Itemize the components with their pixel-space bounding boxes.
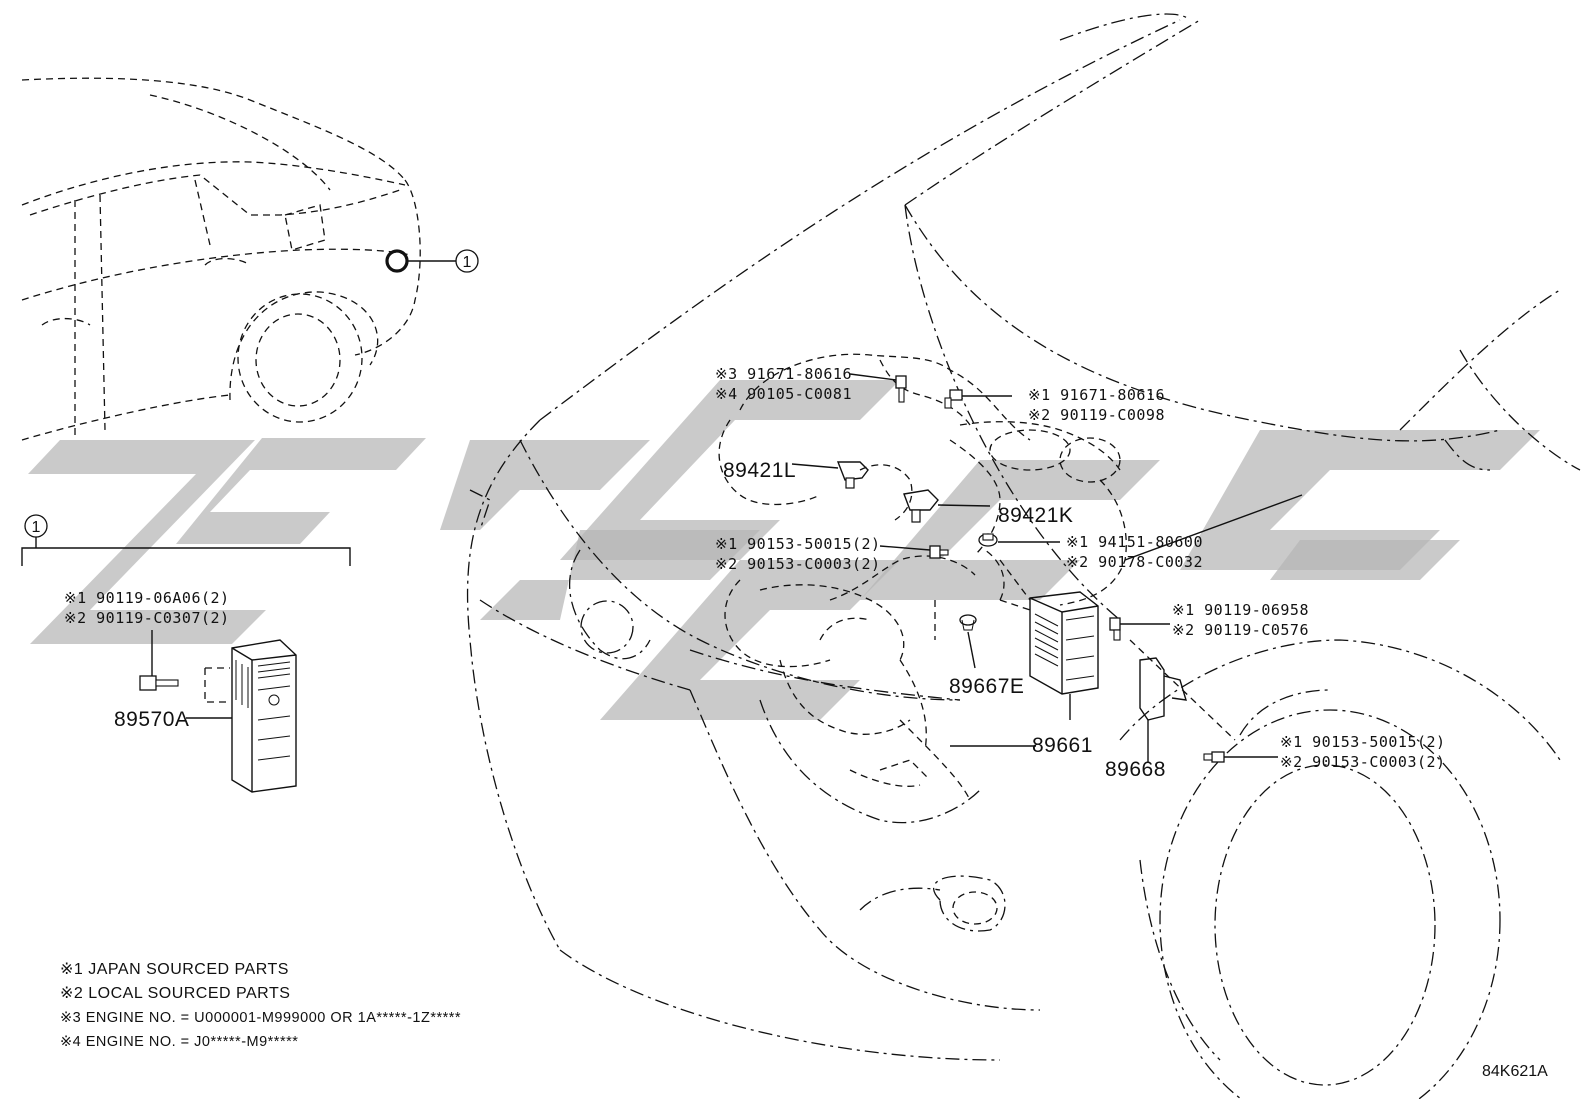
bracket-bolt-label-line2: ※2 90153-C0003(2)	[1280, 753, 1446, 771]
top-bolt-icon	[895, 375, 907, 403]
rear-part-location-marker	[385, 249, 409, 273]
bracket-bolt-icon	[1203, 751, 1225, 763]
top-bolt-label-line2: ※4 90105-C0081	[715, 385, 852, 403]
bracket-89668-label[interactable]: 89668	[1105, 758, 1166, 781]
mid-right-label-line2: ※2 90178-C0032	[1066, 553, 1203, 571]
rear-car-outline	[21, 77, 456, 441]
note-3: ※3 ENGINE NO. = U000001-M999000 OR 1A***…	[60, 1010, 461, 1026]
sensor-89421k-label[interactable]: 89421K	[998, 504, 1073, 527]
inset-89570a: 1 ※1 90119-06A06(2) ※2 90119-C0307(2) 89…	[21, 514, 351, 793]
right-bolt-label-line1: ※1 91671-80616	[1028, 386, 1165, 404]
inset-bolt-icon	[139, 675, 179, 691]
svg-text:1: 1	[32, 519, 41, 536]
note-4: ※4 ENGINE NO. = J0*****-M9*****	[60, 1034, 298, 1050]
inset-part-number[interactable]: 89570A	[114, 708, 189, 731]
inset-bracket-line	[21, 547, 351, 566]
top-bolt-label-line1: ※3 91671-80616	[715, 365, 852, 383]
mid-right-nut-icon	[978, 533, 998, 547]
sensor-89421l-label[interactable]: 89421L	[723, 459, 796, 482]
bracket-bolt-label-line1: ※1 90153-50015(2)	[1280, 733, 1446, 751]
ecu-89661-icon	[1029, 591, 1099, 695]
inset-fastener-line1: ※1 90119-06A06(2)	[64, 589, 230, 607]
inset-fastener-line2: ※2 90119-C0307(2)	[64, 609, 230, 627]
mid-left-label-line1: ※1 90153-50015(2)	[715, 535, 881, 553]
sensor-89421l-icon	[836, 461, 869, 489]
mid-right-label-line1: ※1 94151-80600	[1066, 533, 1203, 551]
ecu-bolt-label-line1: ※1 90119-06958	[1172, 601, 1309, 619]
ecu-bolt-label-line2: ※2 90119-C0576	[1172, 621, 1309, 639]
front-car-outline	[466, 13, 1581, 1099]
grommet-89667e-icon	[959, 614, 977, 631]
notes-block: ※1 JAPAN SOURCED PARTS ※2 LOCAL SOURCED …	[60, 961, 461, 1050]
mid-left-bolt-icon	[929, 545, 949, 559]
inset-callout-1[interactable]: 1	[24, 514, 48, 538]
rear-callout-1[interactable]: 1	[455, 249, 479, 273]
grommet-89667e-label[interactable]: 89667E	[949, 675, 1024, 698]
note-1: ※1 JAPAN SOURCED PARTS	[60, 961, 289, 978]
ecu-bolt-icon	[1109, 617, 1121, 641]
right-top-bolt-icon	[944, 389, 963, 409]
mid-left-label-line2: ※2 90153-C0003(2)	[715, 555, 881, 573]
sensor-89421k-icon	[903, 489, 939, 523]
watermark-logo	[28, 380, 1540, 720]
right-bolt-label-line2: ※2 90119-C0098	[1028, 406, 1165, 424]
ecu-89661-label[interactable]: 89661	[1032, 734, 1093, 757]
diagram-code: 84K621A	[1482, 1063, 1548, 1080]
bracket-89668-icon	[1139, 657, 1187, 721]
note-2: ※2 LOCAL SOURCED PARTS	[60, 985, 290, 1002]
ecu-89570a-icon	[231, 639, 297, 793]
svg-text:1: 1	[463, 254, 472, 271]
